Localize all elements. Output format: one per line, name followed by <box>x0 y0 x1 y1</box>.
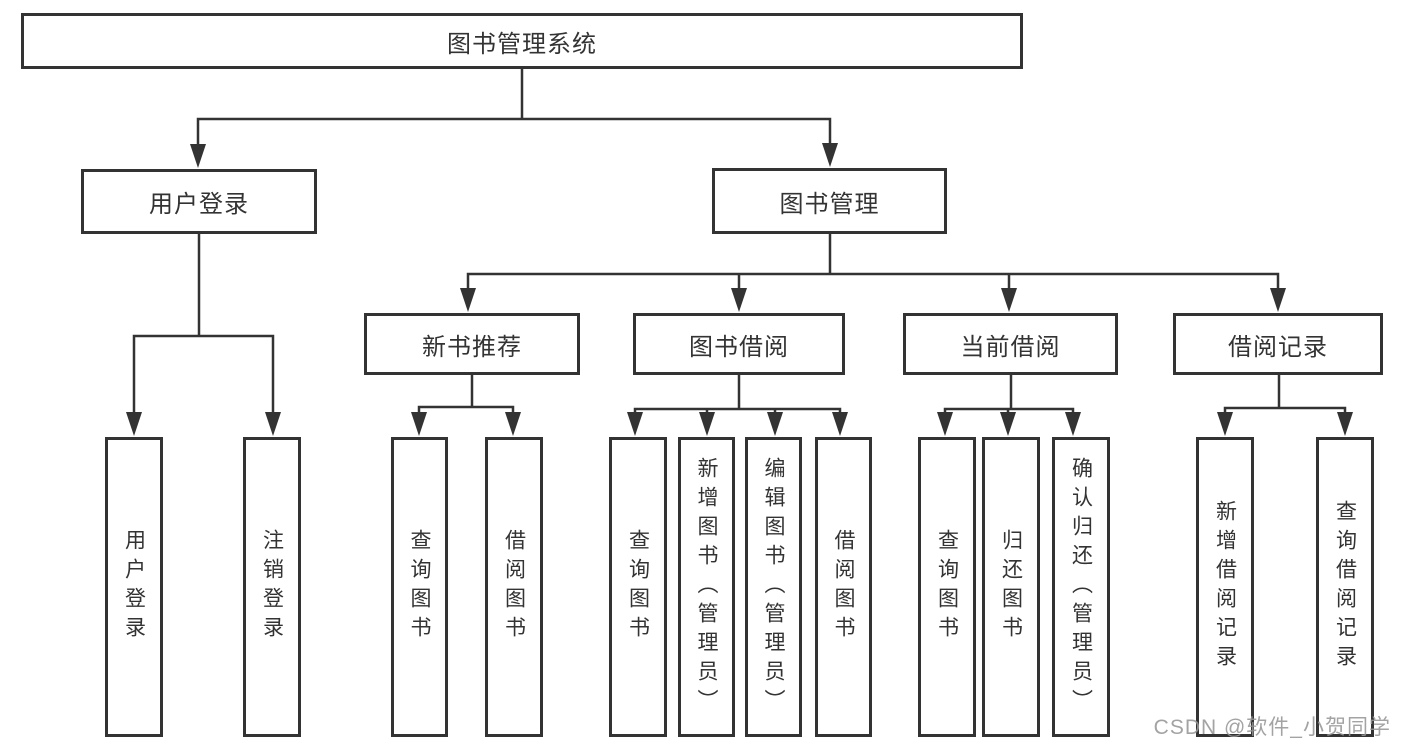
leaf-borrow-books-1-label: 借阅图书 <box>502 529 526 645</box>
arrow-icon <box>1270 288 1286 312</box>
arrow-icon <box>699 412 715 436</box>
leaf-query-borrow-record-label: 查询借阅记录 <box>1333 500 1357 674</box>
node-book-borrowing: 图书借阅 <box>633 313 845 375</box>
node-borrow-records: 借阅记录 <box>1173 313 1383 375</box>
arrow-icon <box>1337 412 1353 436</box>
arrow-icon <box>832 412 848 436</box>
arrow-icon <box>1000 412 1016 436</box>
watermark-text: CSDN @软件_小贺同学 <box>1153 716 1391 739</box>
leaf-edit-book-admin-label: 编辑图书（管理员） <box>762 456 785 718</box>
arrow-icon <box>190 144 206 168</box>
connector-borrow-records <box>1223 375 1347 416</box>
leaf-return-book: 归还图书 <box>982 437 1040 737</box>
leaf-add-borrow-record: 新增借阅记录 <box>1196 437 1254 737</box>
connector-new-book-recommend <box>417 375 515 416</box>
node-new-book-recommend: 新书推荐 <box>364 313 580 375</box>
connector-user-login <box>132 234 275 416</box>
connector-root <box>196 69 832 148</box>
leaf-query-books-1-label: 查询图书 <box>408 529 431 645</box>
leaf-query-books-3: 查询图书 <box>918 437 976 737</box>
arrow-icon <box>767 412 783 436</box>
leaf-query-books-2: 查询图书 <box>609 437 667 737</box>
leaf-confirm-return-admin: 确认归还（管理员） <box>1052 437 1110 737</box>
node-current-borrowing: 当前借阅 <box>903 313 1118 375</box>
leaf-query-books-1: 查询图书 <box>391 437 448 737</box>
leaf-query-books-2-label: 查询图书 <box>626 529 650 645</box>
arrow-icon <box>822 143 838 167</box>
arrow-icon <box>1065 412 1081 436</box>
leaf-user-login-label: 用户登录 <box>122 529 146 645</box>
node-book-management: 图书管理 <box>712 168 947 234</box>
connector-book-borrowing <box>633 375 842 416</box>
leaf-confirm-return-admin-label: 确认归还（管理员） <box>1069 456 1093 718</box>
arrow-icon <box>126 412 142 436</box>
arrow-icon <box>505 412 521 436</box>
arrow-icon <box>627 412 643 436</box>
arrow-icon <box>265 412 281 436</box>
leaf-add-borrow-record-label: 新增借阅记录 <box>1213 500 1237 674</box>
arrow-icon <box>1001 288 1017 312</box>
leaf-borrow-books-2: 借阅图书 <box>815 437 872 737</box>
arrowheads <box>126 143 1353 436</box>
leaf-edit-book-admin: 编辑图书（管理员） <box>745 437 802 737</box>
arrow-icon <box>1217 412 1233 436</box>
arrow-icon <box>937 412 953 436</box>
arrow-icon <box>411 412 427 436</box>
leaf-query-books-3-label: 查询图书 <box>935 529 959 645</box>
leaf-user-login: 用户登录 <box>105 437 163 737</box>
leaf-logout-label: 注销登录 <box>260 529 284 645</box>
leaf-query-borrow-record: 查询借阅记录 <box>1316 437 1374 737</box>
connector-book-management <box>466 234 1280 292</box>
arrow-icon <box>460 288 476 312</box>
connector-current-borrowing <box>943 375 1075 416</box>
leaf-borrow-books-2-label: 借阅图书 <box>832 529 855 645</box>
connector-paths <box>132 69 1347 416</box>
leaf-logout: 注销登录 <box>243 437 301 737</box>
leaf-borrow-books-1: 借阅图书 <box>485 437 543 737</box>
leaf-add-book-admin-label: 新增图书（管理员） <box>695 456 718 718</box>
node-user-login: 用户登录 <box>81 169 317 234</box>
node-library-system: 图书管理系统 <box>21 13 1023 69</box>
leaf-add-book-admin: 新增图书（管理员） <box>678 437 735 737</box>
arrow-icon <box>731 288 747 312</box>
leaf-return-book-label: 归还图书 <box>999 529 1023 645</box>
